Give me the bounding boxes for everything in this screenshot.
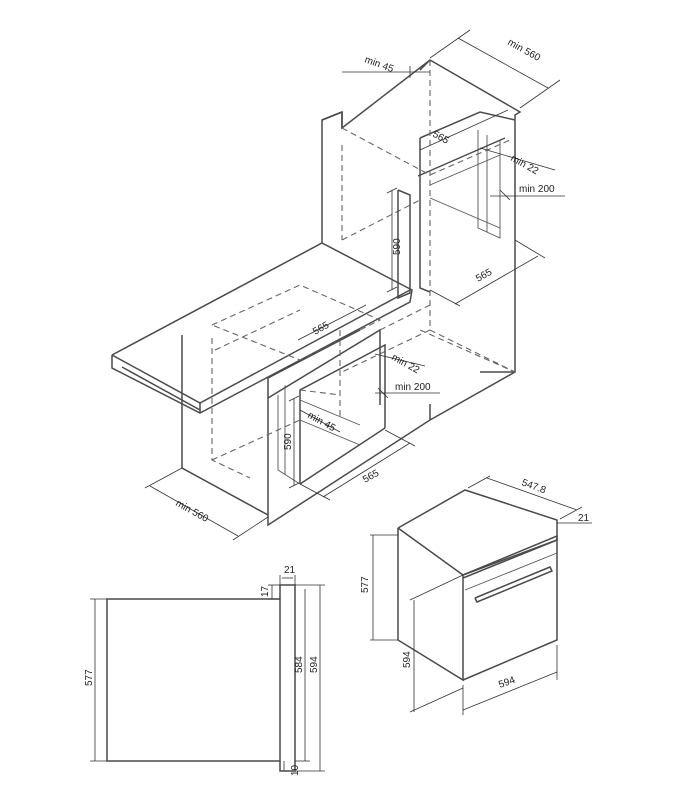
dim-upper-590: 590	[386, 187, 411, 300]
label-side-584: 584	[294, 656, 305, 673]
base-cabinet	[181, 304, 431, 527]
label-upper-590: 590	[392, 238, 403, 255]
label-oven-547-8: 547.8	[520, 477, 548, 496]
label-oven-594-w: 594	[497, 675, 517, 691]
label-side-10: 10	[290, 764, 301, 776]
label-side-21: 21	[284, 565, 296, 576]
label-oven-21: 21	[578, 513, 590, 524]
label-mid-590: 590	[283, 433, 294, 450]
label-oven-577: 577	[360, 576, 371, 593]
dimensions-tall: min 560 min 45 565 min 22 min 200 565	[342, 29, 565, 307]
label-mid-565-bottom: 565	[361, 468, 381, 486]
label-mid-565: 565	[311, 320, 331, 338]
label-mid-min22: min 22	[390, 352, 422, 376]
label-oven-594-h: 594	[402, 651, 413, 668]
label-top-min22: min 22	[509, 153, 541, 177]
label-side-17: 17	[260, 585, 271, 597]
worktop	[111, 242, 413, 414]
label-side-594: 594	[309, 656, 320, 673]
oven-perspective: 547.8 21 577 594 594	[360, 475, 592, 715]
label-top-min560: min 560	[506, 37, 543, 64]
oven-side-elevation: 21 17 577 584 594 10	[84, 565, 325, 776]
label-top-min200: min 200	[519, 184, 555, 195]
dimensions-base: 565 min 22 min 200 590 min 45 565 min 56…	[144, 304, 440, 541]
tall-cabinet	[321, 59, 522, 421]
label-side-577: 577	[84, 669, 95, 686]
label-mid-min200: min 200	[395, 382, 431, 393]
label-top-565-bottom: 565	[474, 267, 494, 285]
label-base-min560: min 560	[174, 498, 211, 525]
